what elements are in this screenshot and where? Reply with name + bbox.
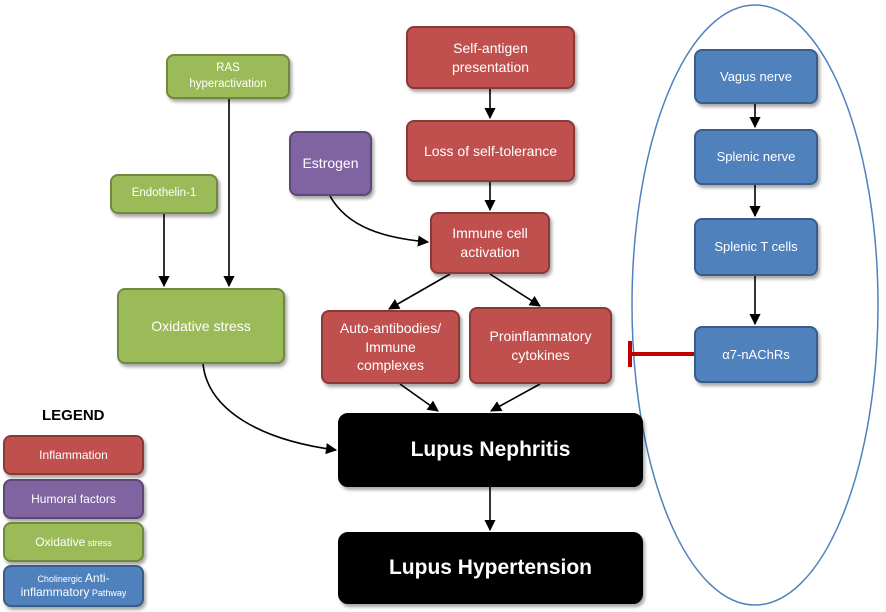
arrow-immune-to-autoantibodies [388,273,451,310]
node-autoantibodies-immune-complexes: Auto-antibodies/ Immune complexes [321,310,460,384]
legend-oxidative-main: Oxidative [35,534,86,549]
node-ras-hyperactivation: RAS hyperactivation [166,54,290,99]
legend-chol-small1: Cholinergic [37,574,85,585]
legend-humoral-factors: Humoral factors [3,479,144,519]
legend-chol-small2: Pathway [89,588,127,598]
node-splenic-t-cells: Splenic T cells [694,218,818,276]
node-endothelin-1: Endothelin-1 [110,174,218,214]
arrow-estrogen-to-immune [329,195,430,247]
legend-chol-main2: inflammatory [20,585,90,599]
node-lupus-hypertension: Lupus Hypertension [338,532,643,604]
node-lupus-nephritis: Lupus Nephritis [338,413,643,487]
legend-title: LEGEND [42,407,105,424]
legend-cholinergic-pathway: Cholinergic Anti-inflammatory Pathway [3,565,144,607]
node-proinflammatory-cytokines: Proinflammatory cytokines [469,307,612,384]
legend-inflammation: Inflammation [3,435,144,475]
node-self-antigen-presentation: Self-antigen presentation [406,26,575,89]
cholinergic-pathway-ellipse [631,4,879,606]
arrow-autoantibodies-to-nephritis [399,383,439,412]
node-loss-of-self-tolerance: Loss of self-tolerance [406,120,575,182]
node-vagus-nerve: Vagus nerve [694,49,818,104]
legend-chol-main1: Anti- [84,571,110,586]
node-oxidative-stress: Oxidative stress [117,288,285,364]
node-splenic-nerve: Splenic nerve [694,129,818,185]
arrow-oxidative-to-nephritis [202,363,338,455]
node-estrogen: Estrogen [289,131,372,196]
node-immune-cell-activation: Immune cell activation [430,212,550,274]
legend-oxidative-stress: Oxidative stress [3,522,144,562]
node-a7-nachrs: α7-nAChRs [694,326,818,383]
legend-oxidative-small: stress [85,537,112,548]
arrow-cytokines-to-nephritis [490,383,541,412]
arrow-immune-to-cytokines [489,273,541,307]
